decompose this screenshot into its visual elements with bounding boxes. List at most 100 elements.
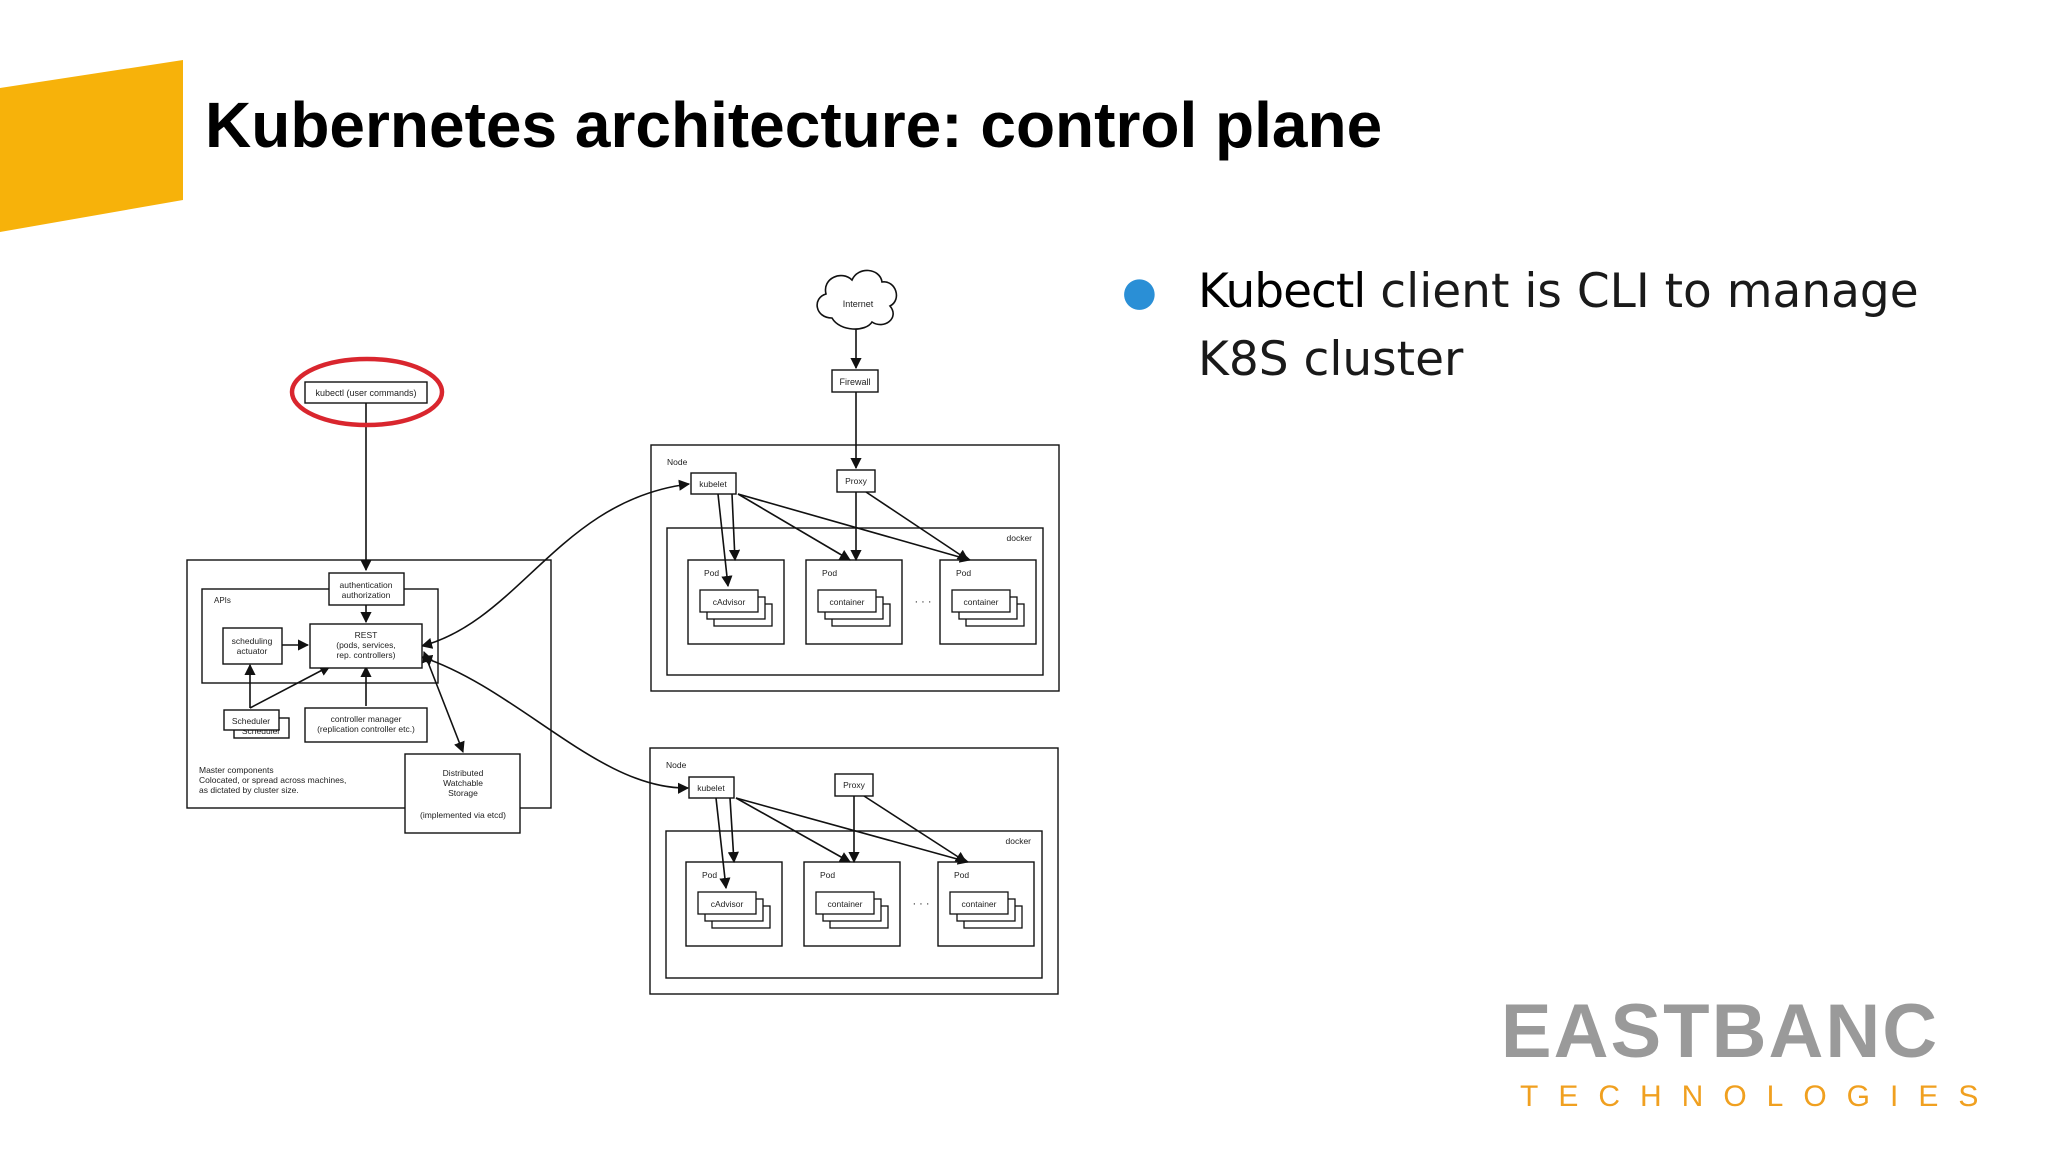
apis-box [201,588,439,684]
node-1-proxy-box [836,469,876,493]
internet-cloud: Internet [816,269,898,330]
apis-label: APIs [214,596,231,605]
master-note-1: Master components [199,765,274,775]
node-2-pod1-label: Pod [702,870,717,880]
scheduling-actuator-box [222,627,283,665]
node-1-cadvisor-label: cAdvisor [713,597,746,607]
scheduling-actuator-label-1: scheduling [232,636,273,646]
bullet-text: client is CLI to manage K8S cluster [1198,264,1919,387]
node-1-pod2-label: Pod [822,568,837,578]
scheduling-actuator-label-2: actuator [237,646,268,656]
node-2-ellipsis: · · · [912,898,929,910]
rest-box [309,623,423,669]
kubectl-highlight-ellipse [289,356,445,428]
storage-box [404,753,521,834]
node-2-pod3-container-label: container [962,899,997,909]
node-1-pod3-label: Pod [956,568,971,578]
controller-manager-label-1: controller manager [331,714,402,724]
node-2-label: Node [666,760,687,770]
edge-rest-node2 [420,654,690,794]
node-1-cadvisor-box [699,589,759,613]
node-2-docker-box [665,830,1043,979]
node-1: Node kubelet Proxy docker Pod cAdvisor P… [650,444,1060,692]
accent-polygon [0,60,183,232]
scheduler-back-label: Scheduler [242,726,280,736]
internet-label: Internet [843,299,874,309]
kubectl-box [304,381,428,404]
controller-manager-label-2: (replication controller etc.) [317,724,415,734]
node-2-pod3-container-box [949,891,1009,915]
bullet-list: ● Kubectl client is CLI to manage K8S clu… [1120,258,1980,394]
logo-tagline: TECHNOLOGIES [1520,1080,1999,1113]
accent-shape [0,60,183,232]
bullet-item: ● Kubectl client is CLI to manage K8S clu… [1120,258,1980,394]
node-1-docker-label: docker [1006,533,1032,543]
auth-box [328,572,405,606]
node-1-ellipsis: · · · [914,596,931,608]
edge-n1-kubelet-cadvisor [717,493,733,588]
node-1-pod3-container-box [951,589,1011,613]
slide-title: Kubernetes architecture: control plane [205,89,1383,161]
node-2-pod2-container-box [815,891,875,915]
edge-n1-proxy-pod3 [865,491,969,561]
node-2-pod1-box [685,861,783,947]
node-1-docker-box [666,527,1044,676]
node-1-pod2-container-label: container [830,597,865,607]
logo-wordmark: EASTBANC [1500,989,1940,1074]
master-note-2: Colocated, or spread across machines, [199,775,346,785]
node-2-proxy-label: Proxy [843,780,865,790]
bullet-keyword: Kubectl [1198,264,1366,319]
scheduler-box [223,709,280,731]
node-1-pod2-box [805,559,903,645]
node-2-pod2-container-label: container [828,899,863,909]
node-2-cadvisor-box [697,891,757,915]
storage-label-1: Distributed [443,768,484,778]
edge-n1-kubelet-pod2 [737,493,851,561]
controller-manager-box [304,707,428,743]
scheduler-label: Scheduler [232,716,270,726]
master-note-3: as dictated by cluster size. [199,785,299,795]
rest-label-1: REST [355,630,378,640]
node-1-pod1-label: Pod [704,568,719,578]
kubectl-label: kubectl (user commands) [315,388,416,398]
rest-label-2: (pods, services, [336,640,396,650]
edge-n2-kubelet-pod3 [735,797,970,865]
master-box [186,559,552,809]
node-2-kubelet-box [688,776,735,799]
node-1-pod1-box [687,559,785,645]
node-1-kubelet-label: kubelet [699,479,727,489]
node-2: Node kubelet Proxy docker Pod cAdvisor P… [649,747,1059,995]
storage-label-4: (implemented via etcd) [420,810,506,820]
rest-label-3: rep. controllers) [336,650,395,660]
node-2-docker-label: docker [1005,836,1031,846]
node-1-label: Node [667,457,688,467]
node-2-cadvisor-label: cAdvisor [711,899,744,909]
node-1-box [650,444,1060,692]
node-1-kubelet-box [690,472,737,495]
node-2-pod2-label: Pod [820,870,835,880]
cloud-icon [816,269,898,330]
edge-n2-kubelet-pod2 [735,797,851,863]
edge-rest-node1 [420,479,691,649]
edge-n1-kubelet-pod3 [737,493,972,563]
storage-label-3: Storage [448,788,478,798]
edge-n2-kubelet-pod1 [727,797,739,864]
node-2-pod3-box [937,861,1035,947]
node-2-pod2-box [803,861,901,947]
node-1-proxy-label: Proxy [845,476,867,486]
node-2-proxy-box [834,773,874,797]
node-2-kubelet-label: kubelet [697,783,725,793]
bullet-dot-icon: ● [1122,269,1157,315]
node-1-pod3-container-label: container [964,597,999,607]
node-1-pod2-container-box [817,589,877,613]
edge-rest-storage [422,650,465,754]
auth-label-2: authorization [342,590,391,600]
edge-n2-kubelet-cadvisor [715,797,731,890]
edge-scheduler-rest [249,665,331,709]
edge-n2-proxy-pod3 [863,795,967,863]
firewall-box [831,369,879,393]
node-1-pod3-box [939,559,1037,645]
firewall-label: Firewall [839,377,870,387]
edge-n1-kubelet-pod1 [728,493,741,562]
